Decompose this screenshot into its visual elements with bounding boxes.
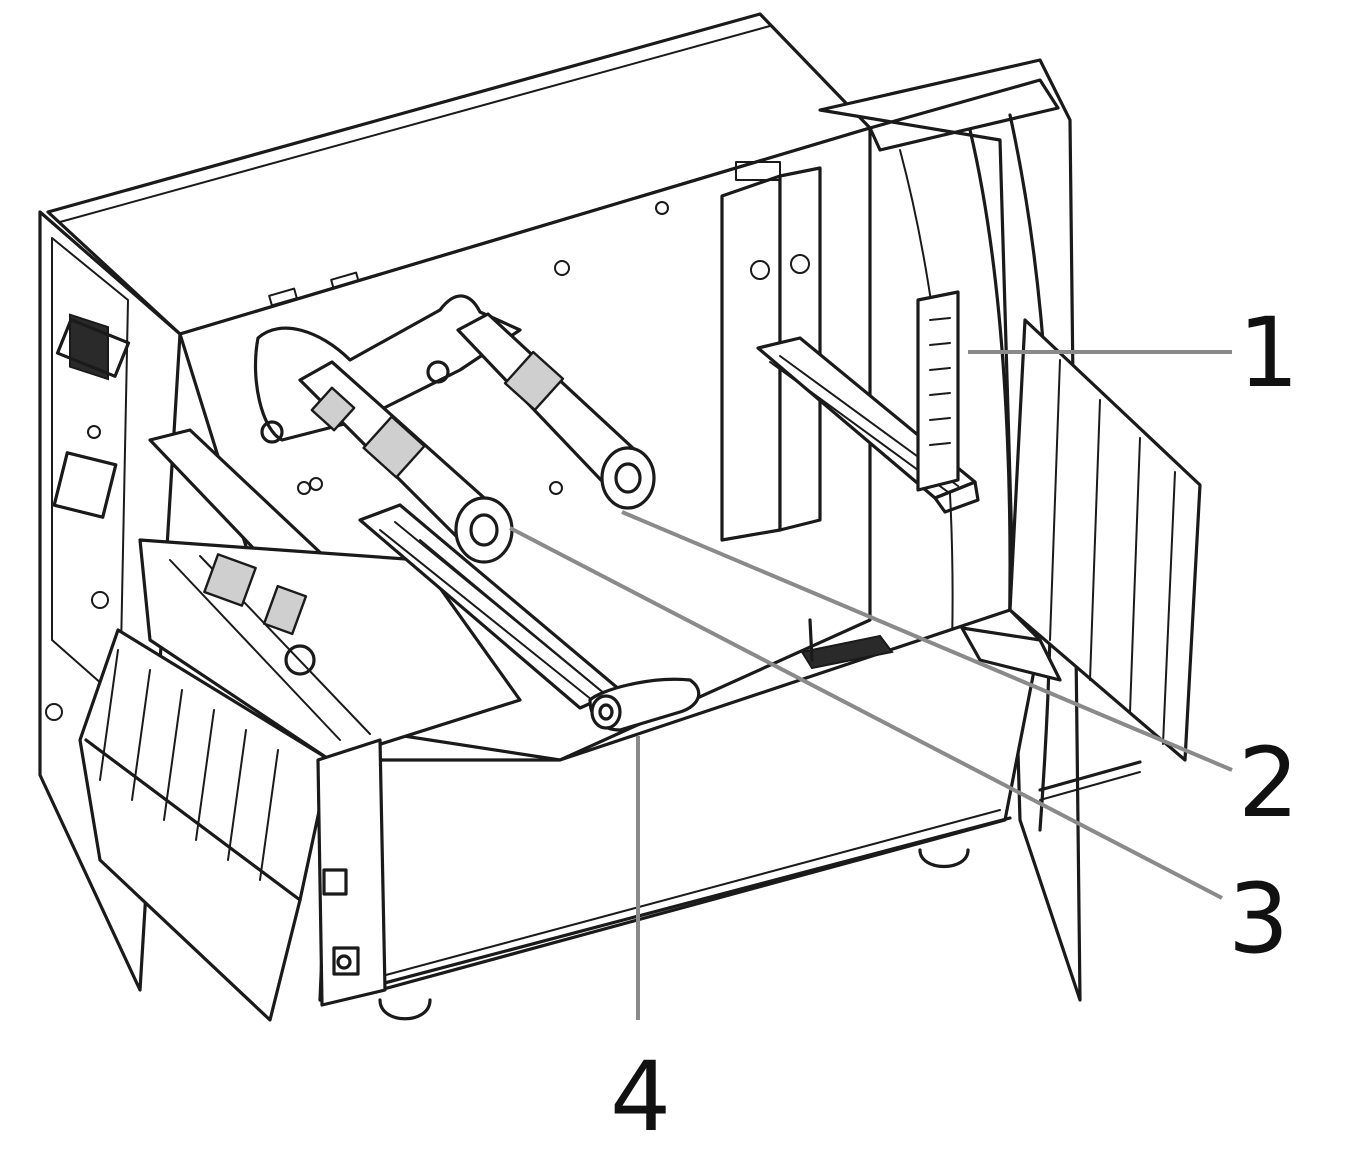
callout-3: 3	[1228, 863, 1289, 975]
release-lever	[588, 677, 701, 732]
media-compartment	[316, 608, 1142, 1021]
callout-leaders	[509, 350, 1233, 1020]
side-flap	[1008, 318, 1202, 762]
ribbon-takeup-spindle	[298, 360, 514, 564]
label-guide-bracket	[756, 290, 980, 514]
front-tear-plate	[78, 628, 332, 1022]
callout-labels: 1 2 3 4	[610, 297, 1299, 1153]
leader-line-2	[621, 510, 1233, 772]
ribbon-supply-spindle	[456, 312, 656, 510]
ribbon-spindles	[253, 294, 656, 564]
callout-1: 1	[1238, 297, 1299, 409]
callout-2: 2	[1238, 727, 1299, 839]
callout-4: 4	[610, 1041, 671, 1153]
leader-line-3	[509, 526, 1223, 900]
printhead-assembly	[138, 428, 622, 796]
